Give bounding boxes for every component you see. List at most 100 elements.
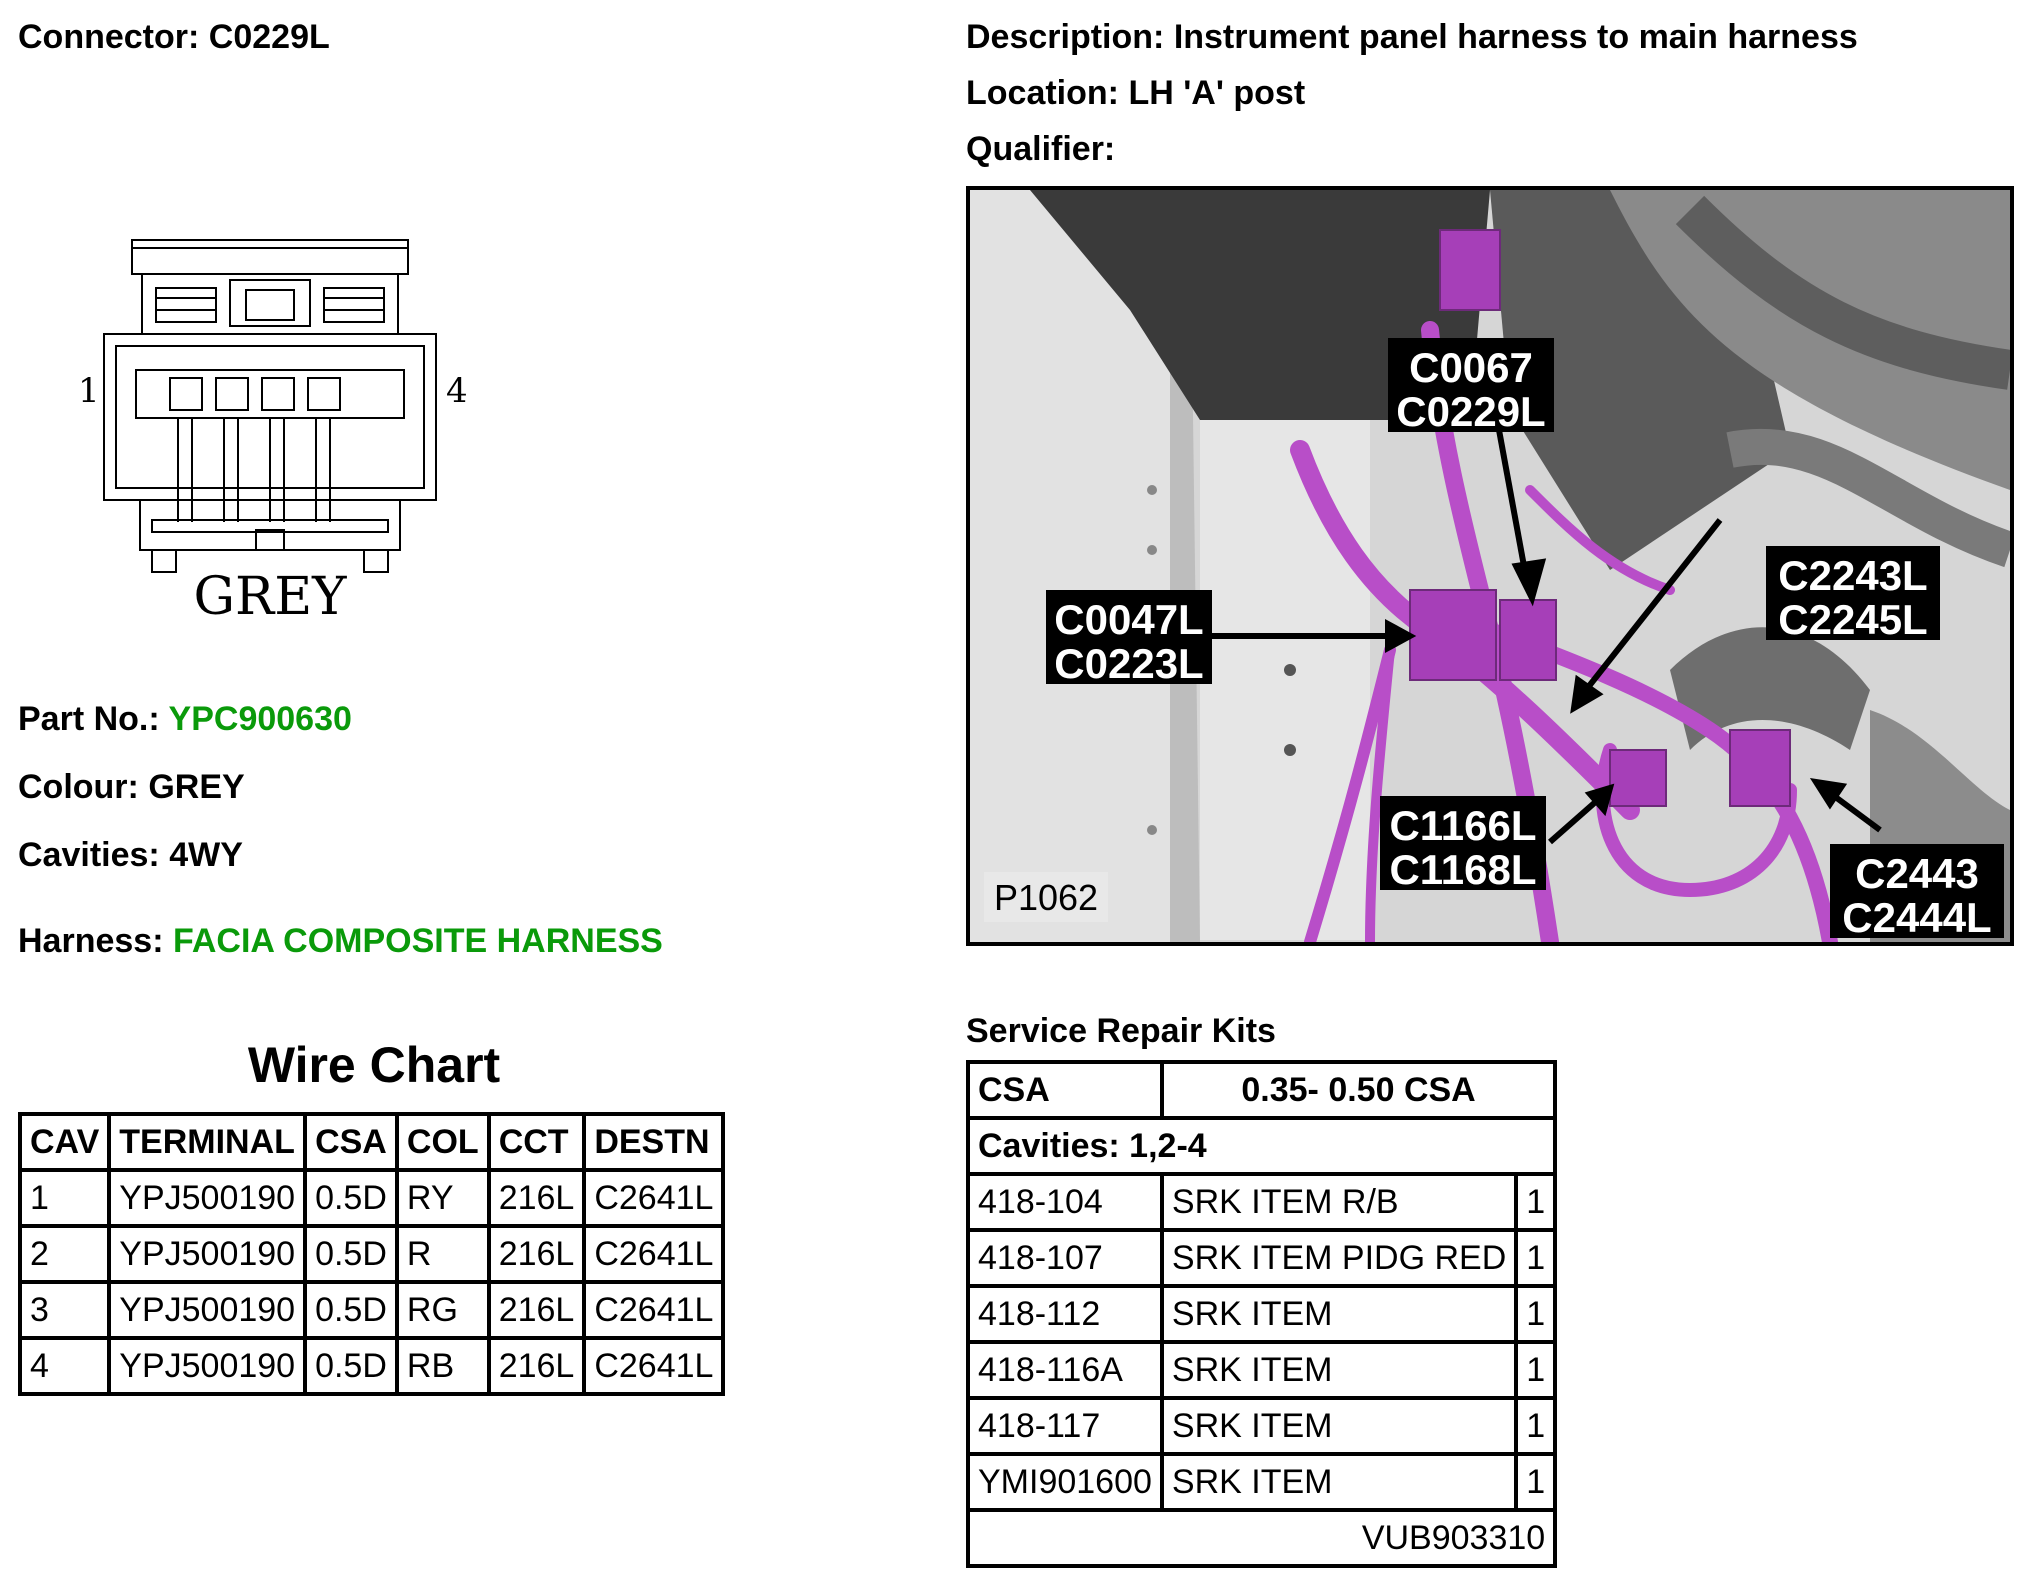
harness-link[interactable]: FACIA COMPOSITE HARNESS xyxy=(172,922,663,960)
table-row: YMI901600 SRK ITEM 1 xyxy=(970,1456,1554,1508)
table-cell: 1 xyxy=(1518,1344,1554,1396)
wire-chart: CAV TERMINAL CSA COL CCT DESTN 1 YPJ5001… xyxy=(18,1112,726,1396)
repair-kits: CSA 0.35- 0.50 CSA Cavities: 1,2-4 418-1… xyxy=(966,1060,1558,1568)
table-cell: 1 xyxy=(1518,1456,1554,1508)
header-cell: CAV xyxy=(22,1116,108,1168)
repair-kits-csa-row: CSA 0.35- 0.50 CSA xyxy=(970,1064,1554,1116)
table-cell: C2641L xyxy=(586,1340,722,1392)
pin-label-1: 1 xyxy=(78,371,100,411)
harness-line: Harness: FACIA COMPOSITE HARNESS xyxy=(18,922,663,960)
location-line: Location: LH 'A' post xyxy=(966,74,1306,112)
csa-label: CSA xyxy=(970,1064,1160,1116)
repair-kits-footer-row: VUB903310 xyxy=(970,1512,1554,1564)
table-cell: 418-104 xyxy=(970,1176,1160,1228)
table-cell: SRK ITEM xyxy=(1163,1288,1515,1340)
table-cell: YPJ500190 xyxy=(111,1228,304,1280)
wire-chart-table: CAV TERMINAL CSA COL CCT DESTN 1 YPJ5001… xyxy=(18,1112,726,1396)
table-cell: C2641L xyxy=(586,1172,722,1224)
table-cell: 418-117 xyxy=(970,1400,1160,1452)
table-cell: 418-107 xyxy=(970,1232,1160,1284)
label-c2444l: C2444L xyxy=(1842,894,1991,941)
table-cell: 1 xyxy=(1518,1288,1554,1340)
table-cell: 216L xyxy=(490,1340,583,1392)
wire-chart-header-row: CAV TERMINAL CSA COL CCT DESTN xyxy=(22,1116,722,1168)
table-cell: R xyxy=(398,1228,487,1280)
table-row: 2 YPJ500190 0.5D R 216L C2641L xyxy=(22,1228,722,1280)
repair-kits-table: CSA 0.35- 0.50 CSA Cavities: 1,2-4 418-1… xyxy=(966,1060,1558,1568)
qualifier-line: Qualifier: xyxy=(966,130,1116,168)
table-cell: YPJ500190 xyxy=(111,1172,304,1224)
table-cell: C2641L xyxy=(586,1228,722,1280)
table-row: 418-104 SRK ITEM R/B 1 xyxy=(970,1176,1554,1228)
label-c1168l: C1168L xyxy=(1389,846,1536,893)
table-cell: RB xyxy=(398,1340,487,1392)
table-row: 4 YPJ500190 0.5D RB 216L C2641L xyxy=(22,1340,722,1392)
harness-illustration: C0067 C0229L C0047L C0223L C2243L C2245L… xyxy=(970,190,2010,942)
label-c0047l: C0047L xyxy=(1054,596,1203,643)
table-cell: 216L xyxy=(490,1284,583,1336)
table-row: 418-117 SRK ITEM 1 xyxy=(970,1400,1554,1452)
table-cell: 0.5D xyxy=(307,1228,395,1280)
connector-id: C0229L xyxy=(208,18,330,56)
table-cell: SRK ITEM xyxy=(1163,1400,1515,1452)
cavities-line: Cavities: 4WY xyxy=(18,836,243,874)
table-cell: 1 xyxy=(1518,1176,1554,1228)
table-row: 1 YPJ500190 0.5D RY 216L C2641L xyxy=(22,1172,722,1224)
table-cell: 1 xyxy=(1518,1232,1554,1284)
table-cell: SRK ITEM xyxy=(1163,1456,1515,1508)
connector-drawing: 1 4 GREY xyxy=(78,239,468,627)
table-cell: YPJ500190 xyxy=(111,1284,304,1336)
label-c1166l: C1166L xyxy=(1389,802,1536,849)
label-c0067: C0067 xyxy=(1409,344,1533,391)
table-cell: RG xyxy=(398,1284,487,1336)
table-cell: 216L xyxy=(490,1228,583,1280)
label-c2245l: C2245L xyxy=(1778,596,1927,643)
connector-heading: Connector: C0229L xyxy=(18,18,330,56)
table-cell: YPJ500190 xyxy=(111,1340,304,1392)
photo-ref-label: P1062 xyxy=(994,877,1098,918)
location-photo: C0067 C0229L C0047L C0223L C2243L C2245L… xyxy=(966,186,2014,946)
label-c0223l: C0223L xyxy=(1054,640,1203,687)
table-cell: 1 xyxy=(1518,1400,1554,1452)
repair-kits-title: Service Repair Kits xyxy=(966,1012,1276,1050)
header-cell: TERMINAL xyxy=(111,1116,304,1168)
table-cell: 4 xyxy=(22,1340,108,1392)
table-row: 418-116A SRK ITEM 1 xyxy=(970,1344,1554,1396)
table-cell: 0.5D xyxy=(307,1340,395,1392)
description-line: Description: Instrument panel harness to… xyxy=(966,18,1858,56)
pin-label-4: 4 xyxy=(446,371,468,411)
label-c0229l: C0229L xyxy=(1396,388,1545,435)
table-cell: SRK ITEM R/B xyxy=(1163,1176,1515,1228)
repair-kits-cavities-row: Cavities: 1,2-4 xyxy=(970,1120,1554,1172)
table-row: 418-112 SRK ITEM 1 xyxy=(970,1288,1554,1340)
table-cell: 2 xyxy=(22,1228,108,1280)
table-cell: SRK ITEM xyxy=(1163,1344,1515,1396)
wire-chart-title: Wire Chart xyxy=(247,1037,501,1093)
repair-kit-footer-code: VUB903310 xyxy=(970,1512,1554,1564)
table-cell: 216L xyxy=(490,1172,583,1224)
label-c2243l: C2243L xyxy=(1778,552,1927,599)
table-cell: SRK ITEM PIDG RED xyxy=(1163,1232,1515,1284)
table-cell: RY xyxy=(398,1172,487,1224)
part-number-link[interactable]: YPC900630 xyxy=(168,700,352,738)
header-cell: CCT xyxy=(490,1116,583,1168)
colour-line: Colour: GREY xyxy=(18,768,245,806)
table-row: 418-107 SRK ITEM PIDG RED 1 xyxy=(970,1232,1554,1284)
table-cell: 0.5D xyxy=(307,1284,395,1336)
part-number-line: Part No.: YPC900630 xyxy=(18,700,352,738)
header-cell: COL xyxy=(398,1116,487,1168)
table-cell: 0.5D xyxy=(307,1172,395,1224)
csa-value: 0.35- 0.50 CSA xyxy=(1163,1064,1554,1116)
cavities-value: Cavities: 1,2-4 xyxy=(970,1120,1554,1172)
table-cell: 418-112 xyxy=(970,1288,1160,1340)
table-cell: 418-116A xyxy=(970,1344,1160,1396)
header-cell: DESTN xyxy=(586,1116,722,1168)
table-row: 3 YPJ500190 0.5D RG 216L C2641L xyxy=(22,1284,722,1336)
connector-colour-text: GREY xyxy=(194,567,348,627)
label-c2443: C2443 xyxy=(1855,850,1979,897)
table-cell: 1 xyxy=(22,1172,108,1224)
table-cell: 3 xyxy=(22,1284,108,1336)
table-cell: YMI901600 xyxy=(970,1456,1160,1508)
table-cell: C2641L xyxy=(586,1284,722,1336)
header-cell: CSA xyxy=(307,1116,395,1168)
